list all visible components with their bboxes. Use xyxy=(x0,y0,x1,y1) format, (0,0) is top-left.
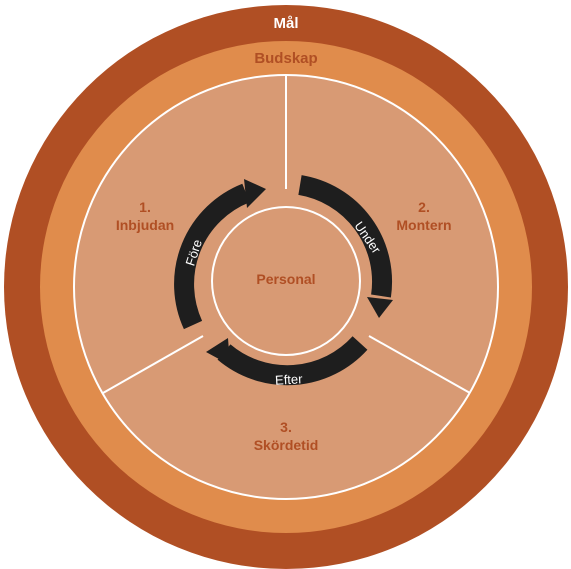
segment-2-number: 2. xyxy=(418,199,430,215)
segment-2-name: Montern xyxy=(396,217,451,233)
center-label: Personal xyxy=(256,271,315,287)
segment-1-number: 1. xyxy=(139,199,151,215)
outer-ring-label: Mål xyxy=(273,15,298,32)
arrow-efter xyxy=(206,336,368,386)
arrow-under xyxy=(298,175,393,318)
arrow-fore xyxy=(174,179,266,330)
segment-3-name: Skördetid xyxy=(254,437,319,453)
middle-ring-label: Budskap xyxy=(254,50,317,67)
segment-1-name: Inbjudan xyxy=(116,217,174,233)
divider-right xyxy=(368,335,471,394)
segment-3-number: 3. xyxy=(280,419,292,435)
center-circle xyxy=(211,206,361,356)
divider-left xyxy=(102,335,204,394)
arrow-efter-label: Efter xyxy=(275,371,304,387)
